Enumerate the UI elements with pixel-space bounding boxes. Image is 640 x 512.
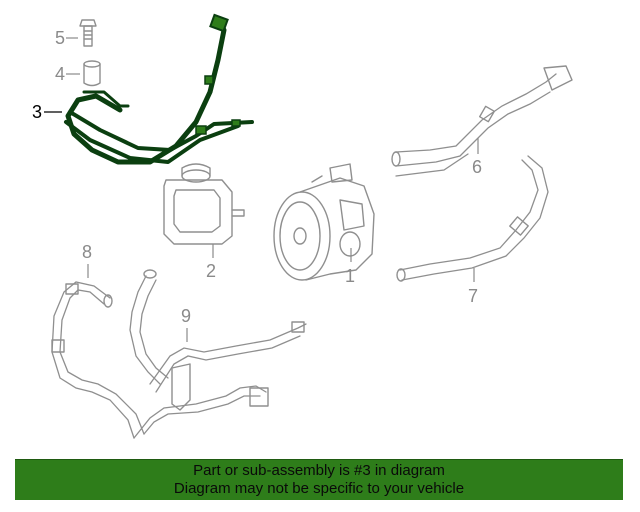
callout-8[interactable]: 8 — [82, 242, 92, 262]
part-9-pressure-line[interactable] — [133, 321, 307, 439]
callout-9[interactable]: 9 — [181, 306, 191, 326]
part-1-pump[interactable] — [273, 163, 375, 281]
callout-1[interactable]: 1 — [345, 266, 355, 286]
part-5-bolt[interactable] — [79, 19, 97, 47]
callout-4[interactable]: 4 — [55, 64, 65, 84]
callout-7[interactable]: 7 — [468, 286, 478, 306]
callout-3[interactable]: 3 — [32, 102, 42, 122]
callout-5[interactable]: 5 — [55, 28, 65, 48]
info-banner: Part or sub-assembly is #3 in diagram Di… — [15, 459, 623, 500]
banner-line-1: Part or sub-assembly is #3 in diagram — [193, 462, 445, 479]
part-3-hose-assembly[interactable] — [64, 13, 254, 165]
part-6-return-line[interactable] — [391, 65, 573, 177]
callout-6[interactable]: 6 — [472, 157, 482, 177]
part-4-sleeve[interactable] — [83, 60, 101, 87]
callout-2[interactable]: 2 — [206, 261, 216, 281]
banner-line-2: Diagram may not be specific to your vehi… — [173, 480, 465, 497]
part-7-cooler-line[interactable] — [396, 155, 549, 282]
part-8-pressure-line[interactable] — [51, 269, 169, 439]
part-2-reservoir[interactable] — [163, 163, 245, 245]
